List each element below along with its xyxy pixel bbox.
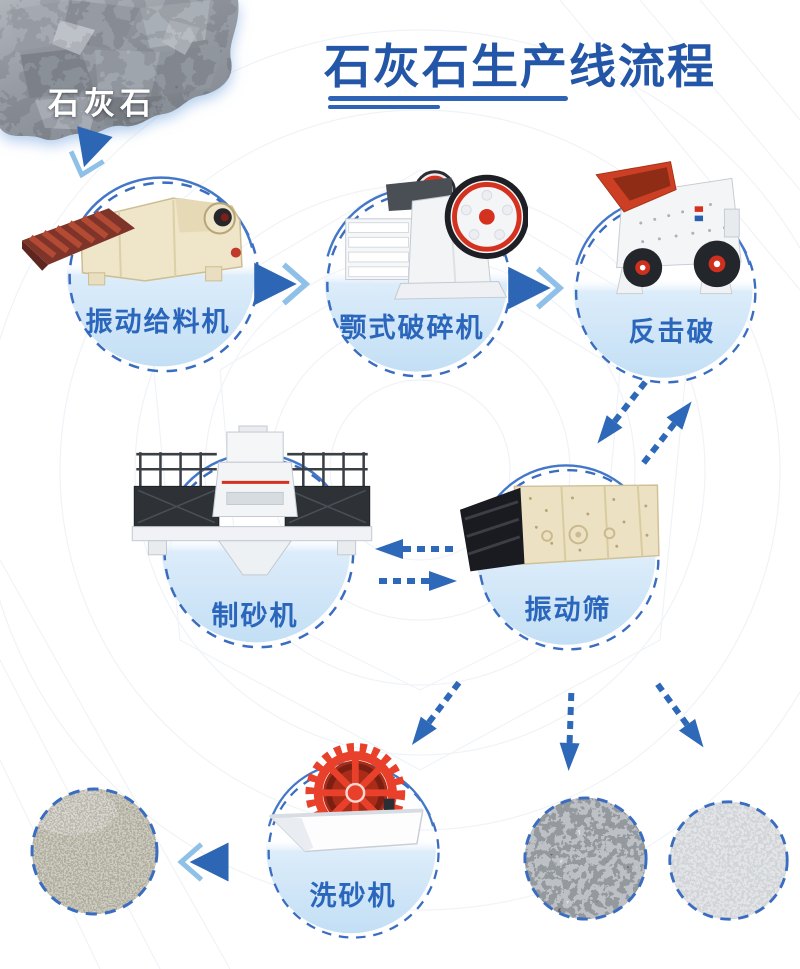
arrow-screen-to-coarse-icon (559, 692, 580, 771)
impact-crusher-illustration (595, 161, 742, 295)
arrow-rock-to-feeder-icon (68, 126, 113, 179)
arrow-feeder-to-jaw-icon (254, 262, 310, 306)
product-washed-sand-photo (30, 787, 159, 916)
limestone-rock-photo (0, 0, 239, 141)
arrow-washer-to-sand-icon (177, 842, 229, 882)
arrow-screen-to-sandmaker-icon (375, 539, 453, 559)
station-label-sand-maker: 制砂机 (211, 601, 299, 631)
product-fine-aggregate-photo (668, 800, 789, 921)
arrow-screen-to-washer-icon (411, 680, 462, 745)
arrow-impact-to-screen-icon (597, 380, 648, 444)
title-underline-long (328, 96, 568, 101)
station-label-sand-washer: 洗砂机 (309, 881, 397, 911)
sand-maker-illustration (131, 425, 373, 576)
arrow-jaw-to-impact-icon (508, 266, 564, 310)
arrow-screen-to-impact-icon (641, 401, 692, 465)
station-label-jaw-crusher: 颚式破碎机 (339, 313, 485, 343)
jaw-crusher-illustration (345, 170, 528, 300)
arrow-screen-to-fine-icon (655, 682, 704, 748)
station-label-vibrating-screen: 振动筛 (524, 595, 612, 625)
station-label-impact-crusher: 反击破 (628, 317, 716, 347)
station-label-vibrating-feeder: 振动给料机 (85, 307, 231, 337)
title-underline-short (328, 105, 440, 109)
vibrating-screen-illustration (460, 484, 660, 572)
product-coarse-aggregate-photo (523, 796, 648, 921)
vibrating-feeder-illustration (22, 197, 243, 286)
page-title: 石灰石生产线流程 (324, 40, 716, 93)
arrow-sandmaker-to-screen-icon (379, 571, 457, 591)
material-label: 石灰石 (48, 86, 156, 121)
sand-washer-illustration (268, 742, 424, 853)
